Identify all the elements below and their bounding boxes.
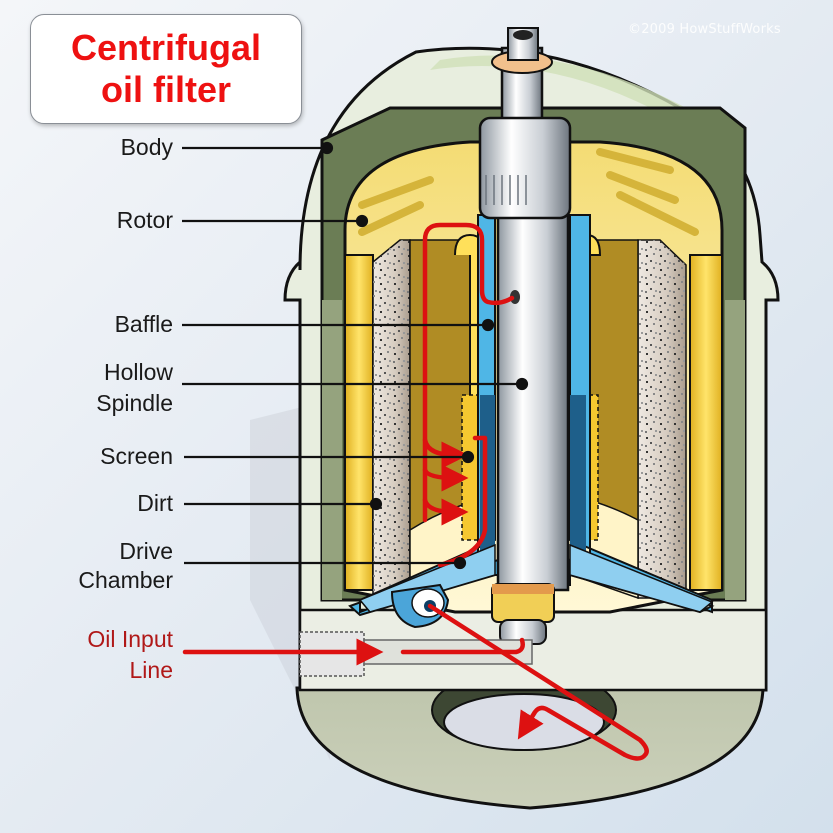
nut-threads <box>485 175 527 205</box>
label-rotor: Rotor <box>117 207 173 234</box>
label-oil-input-line1: Oil Input <box>87 626 173 652</box>
oil-flow-up-spindle <box>422 222 515 523</box>
drive-chamber-inner-left <box>480 395 495 555</box>
label-screen-text: Screen <box>100 443 173 469</box>
label-drive-chamber-line1: Drive <box>119 538 173 564</box>
drive-chamber-inner-right <box>570 395 586 555</box>
oil-flow-screen-2 <box>422 464 469 492</box>
oil-flow-inlet-line-2 <box>400 637 525 655</box>
dirt-layer-right-speckle <box>638 240 686 598</box>
label-oil-input-line2: Line <box>129 657 173 683</box>
spindle-tip-hole <box>513 30 533 40</box>
oil-flow-jet <box>427 603 649 761</box>
label-baffle: Baffle <box>115 311 173 338</box>
title-line-1: Centrifugal <box>70 27 261 68</box>
title-line-2: oil filter <box>100 69 231 110</box>
label-baffle-text: Baffle <box>114 311 173 337</box>
rotor-wall-right <box>689 254 723 591</box>
spindle-hole <box>510 290 520 304</box>
label-body: Body <box>121 134 173 161</box>
label-hollow-spindle-line2: Spindle <box>96 390 173 416</box>
label-dirt: Dirt <box>137 490 173 517</box>
screen-left <box>461 394 479 541</box>
label-hollow-spindle-line1: Hollow <box>103 359 173 385</box>
inner-shell-lower-left <box>322 300 342 600</box>
bottom-bearing-ring <box>492 584 554 594</box>
label-drive-chamber: Drive Chamber <box>78 537 173 595</box>
rotor-fins <box>358 148 699 236</box>
label-body-text: Body <box>120 134 173 160</box>
rotor-wall-left <box>344 254 374 591</box>
label-drive-chamber-line2: Chamber <box>78 567 173 593</box>
oil-flow-screen-3 <box>422 497 469 526</box>
hollow-spindle <box>496 158 570 592</box>
title-box: Centrifugal oil filter <box>30 14 302 124</box>
dirt-layer-left-speckle <box>373 240 410 598</box>
label-screen: Screen <box>100 443 173 470</box>
drive-chamber-cone-right <box>569 543 714 613</box>
inner-shell-lower-right <box>725 300 745 600</box>
leader-lines <box>182 141 529 570</box>
body-top-tint <box>430 55 690 130</box>
label-hollow-spindle: Hollow Spindle <box>96 357 173 419</box>
label-rotor-text: Rotor <box>116 207 173 233</box>
label-oil-input-line: Oil Input Line <box>87 624 173 686</box>
label-dirt-text: Dirt <box>137 490 173 516</box>
copyright-notice: ©2009 HowStuffWorks <box>628 22 781 37</box>
oil-flow-screen-1 <box>422 437 469 469</box>
